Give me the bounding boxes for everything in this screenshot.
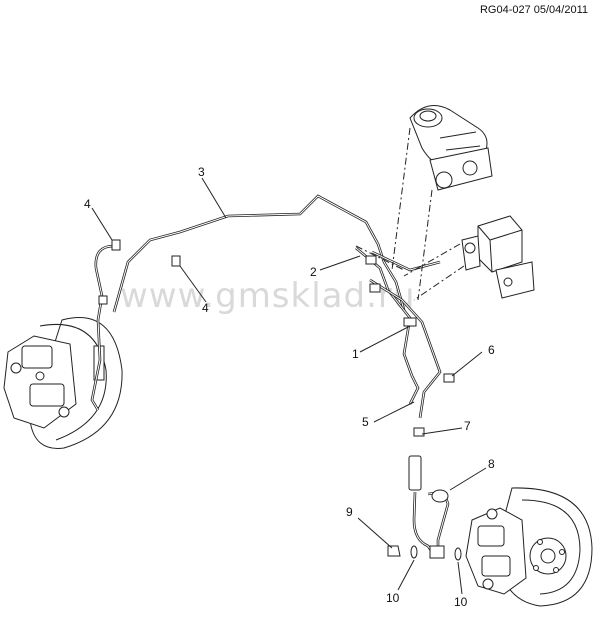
- callout-4b: 4: [202, 301, 209, 315]
- master-cylinder: [409, 105, 493, 191]
- watermark: www.gmsklad.ru: [120, 276, 416, 316]
- callout-1: 1: [352, 347, 359, 361]
- callout-4a: 4: [84, 197, 91, 211]
- left-brake-assembly: [3, 316, 123, 449]
- left-pipe-end: [90, 239, 121, 411]
- leader-lines: [91, 177, 487, 595]
- callout-6: 6: [488, 343, 495, 357]
- callout-5: 5: [362, 415, 369, 429]
- callout-10b: 10: [454, 595, 468, 609]
- callout-10a: 10: [386, 591, 400, 605]
- front-flex-hose: [387, 455, 462, 561]
- routing-lines: [355, 127, 465, 301]
- clip-4a-part: [111, 239, 121, 251]
- rear-brake-pipe: [112, 194, 406, 313]
- abs-modulator: [461, 215, 535, 299]
- drawing-reference: RG04-027 05/04/2011: [479, 4, 588, 16]
- callout-9: 9: [346, 505, 353, 519]
- callout-3: 3: [198, 165, 205, 179]
- callout-7: 7: [464, 419, 471, 433]
- right-brake-assembly: [465, 487, 593, 607]
- callout-2: 2: [310, 265, 317, 279]
- front-brake-pipes: [171, 247, 455, 437]
- callout-8: 8: [488, 457, 495, 471]
